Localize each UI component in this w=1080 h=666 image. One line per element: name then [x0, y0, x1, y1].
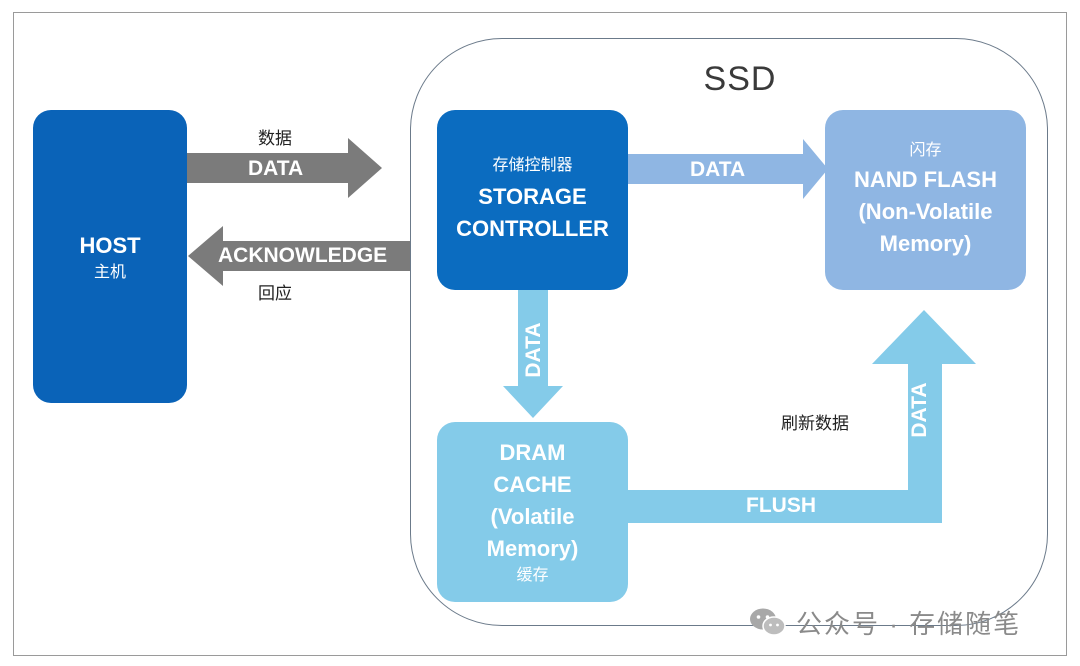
controller-subtitle: 存储控制器	[492, 157, 573, 174]
figure-frame	[13, 12, 1067, 656]
dram-subtitle: 缓存	[516, 567, 549, 584]
controller-line2: CONTROLLER	[456, 216, 609, 241]
dram-cache-box: DRAM CACHE (Volatile Memory) 缓存	[437, 422, 628, 602]
nand-line2: (Non-Volatile	[858, 199, 993, 224]
ssd-title: SSD	[703, 60, 777, 98]
flush-label: FLUSH	[746, 494, 816, 517]
controller-to-host-caption: 回应	[258, 284, 292, 303]
host-box: HOST 主机	[33, 110, 187, 403]
nand-subtitle: 闪存	[909, 142, 942, 159]
storage-controller-box: 存储控制器 STORAGE CONTROLLER	[437, 110, 628, 290]
nand-line3: Memory)	[879, 231, 972, 256]
nand-line1: NAND FLASH	[854, 167, 997, 192]
controller-to-dram-label: DATA	[522, 322, 545, 378]
arrow-dram-flush-to-nand	[628, 310, 976, 523]
wechat-icon	[750, 608, 786, 636]
dram-line1: DRAM	[499, 440, 566, 465]
nand-flash-box: 闪存 NAND FLASH (Non-Volatile Memory)	[825, 110, 1026, 290]
host-subtitle: 主机	[93, 263, 126, 281]
host-title: HOST	[79, 232, 141, 258]
dram-line3: (Volatile	[490, 504, 575, 529]
controller-to-nand-label: DATA	[690, 158, 746, 181]
controller-line1: STORAGE	[478, 184, 587, 209]
controller-to-host-label: ACKNOWLEDGE	[218, 244, 388, 267]
flush-caption: 刷新数据	[781, 414, 849, 433]
flush-data-label: DATA	[908, 382, 931, 438]
arrow-host-to-controller	[187, 138, 382, 198]
ssd-container	[410, 38, 1048, 626]
dram-line2: CACHE	[493, 472, 572, 497]
watermark-text: 公众号 · 存储随笔	[796, 608, 1022, 639]
dram-line4: Memory)	[486, 536, 579, 561]
host-to-controller-label: DATA	[248, 157, 304, 180]
watermark: 公众号 · 存储随笔	[748, 604, 1021, 640]
arrow-controller-to-dram	[503, 290, 563, 418]
host-to-controller-caption: 数据	[258, 129, 292, 148]
arrow-controller-to-host	[188, 226, 410, 286]
arrow-controller-to-nand	[628, 139, 828, 199]
